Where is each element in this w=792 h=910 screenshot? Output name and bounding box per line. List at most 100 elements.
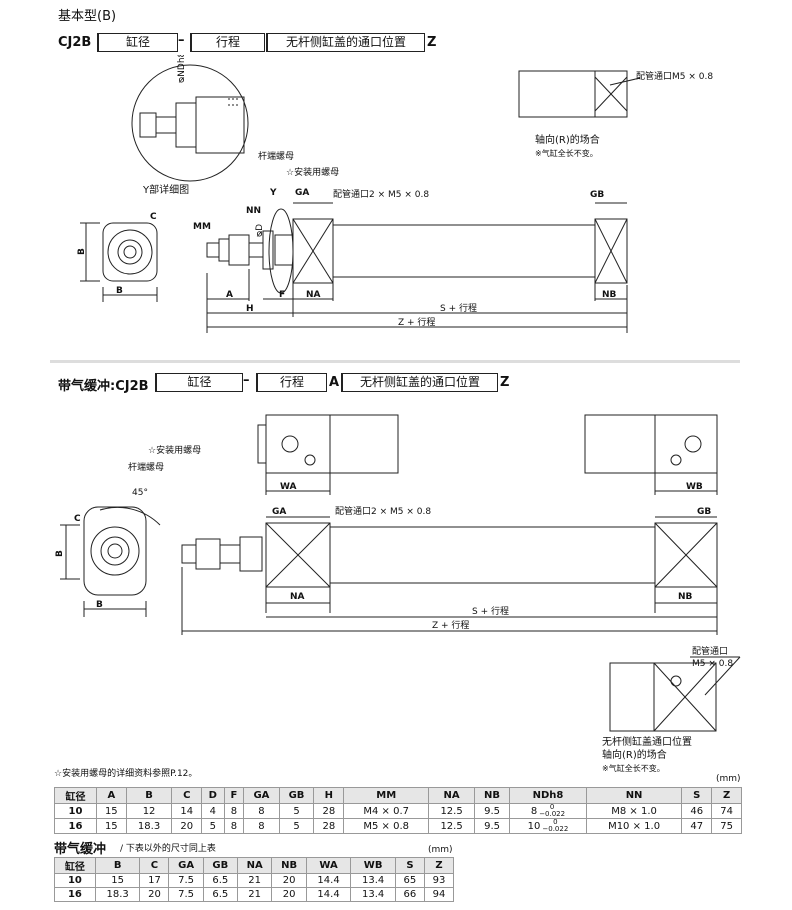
section2-bore-box: 缸径 <box>155 373 243 392</box>
cushion-head-cover <box>654 522 718 588</box>
cushion-port2b-label: M5 × 0.8 <box>692 659 733 669</box>
angle-label: 45° <box>132 488 148 498</box>
cell: 15 <box>95 803 127 819</box>
table2-subtitle: / 下表以外的尺寸同上表 <box>120 844 216 854</box>
table2-title: 带气缓冲 <box>54 842 107 857</box>
y-detail-label: Y部详细图 <box>142 183 189 196</box>
basic-type-drawing: ᴓNDh8 Y部详细图 杆端螺母 ☆安装用螺母 配管通口2 × M5 × 0.8… <box>77 55 713 333</box>
cell: 75 <box>711 818 742 834</box>
table-row: 10 15 12 14 4 8 8 5 28 M4 × 0.7 12.5 9.5… <box>54 803 742 819</box>
cell: 6.5 <box>202 873 238 888</box>
th-f: F <box>223 787 245 804</box>
th2-s: S <box>394 857 425 874</box>
th-ga: GA <box>243 787 280 804</box>
c-label: C <box>150 212 157 222</box>
table2-unit: (mm) <box>428 845 453 855</box>
section1-title: 基本型(B) <box>58 9 117 24</box>
ndh8-label: ᴓNDh8 <box>177 55 187 83</box>
cell: 18.3 <box>125 818 173 834</box>
cushion-z-label: Z + 行程 <box>432 619 469 631</box>
cell: 8 <box>243 803 280 819</box>
cushion-mount-nut-label: ☆安装用螺母 <box>148 444 201 456</box>
cushion-s-label: S + 行程 <box>472 605 509 617</box>
table-row: 16 18.3 20 7.5 6.5 21 20 14.4 13.4 66 94 <box>54 887 455 902</box>
section2-stroke-box: 行程 <box>256 373 327 392</box>
cushion-axial-title2: 轴向(R)的场合 <box>602 748 667 761</box>
th-na: NA <box>428 787 475 804</box>
section2-port-box: 无杆侧缸盖的通口位置 <box>341 373 498 392</box>
cell: 12 <box>125 803 173 819</box>
cell: 5 <box>278 803 315 819</box>
cell: 65 <box>394 873 425 888</box>
th-a: A <box>95 787 127 804</box>
cushion-b-label-v: B <box>55 550 65 557</box>
ndh8-value: 8 <box>530 806 538 817</box>
section2-title: 带气缓冲:CJ2B <box>58 379 149 394</box>
cell: 8 <box>223 803 245 819</box>
axial-note: ※气缸全长不变。 <box>535 148 598 158</box>
cell: 16 <box>54 818 97 834</box>
cell: 74 <box>711 803 742 819</box>
cell: 20 <box>139 887 170 902</box>
cell: 5 <box>278 818 315 834</box>
cell: 20 <box>271 873 307 888</box>
cell: 16 <box>54 887 96 902</box>
tol-bot: −0.022 <box>539 810 566 818</box>
cell: 21 <box>236 887 273 902</box>
b-label-h: B <box>116 286 123 296</box>
th-nb: NB <box>473 787 511 804</box>
cell: 10 <box>54 803 97 819</box>
cell: 28 <box>313 818 345 834</box>
cell: 20 <box>171 818 203 834</box>
nn-label: NN <box>246 206 261 216</box>
mounting-nut <box>274 234 294 266</box>
section1-suffix: Z <box>427 35 437 50</box>
section1-port-box: 无杆侧缸盖的通口位置 <box>266 33 425 52</box>
cell: 14.4 <box>305 873 352 888</box>
table2-header-row: 缸径 B C GA GB NA NB WA WB S Z <box>54 857 455 874</box>
section1-model-prefix: CJ2B <box>58 35 92 50</box>
cell: 20 <box>271 887 307 902</box>
th-h: H <box>313 787 345 804</box>
port-label: 配管通口2 × M5 × 0.8 <box>333 188 429 200</box>
gb-label: GB <box>590 190 604 200</box>
axial-port-label: 配管通口M5 × 0.8 <box>636 70 713 82</box>
mount-nut-label: ☆安装用螺母 <box>286 166 339 178</box>
z-label: Z + 行程 <box>398 316 435 328</box>
th-c: C <box>171 787 203 804</box>
cell: 5 <box>201 818 225 834</box>
table1-header-row: 缸径 A B C D F GA GB H MM NA NB NDh8 NN S … <box>54 787 742 804</box>
cell: 93 <box>423 873 455 888</box>
mm-label: MM <box>193 222 211 232</box>
th-mm: MM <box>343 787 430 804</box>
cell: 14.4 <box>305 887 352 902</box>
th-bore: 缸径 <box>54 787 97 804</box>
cell: M5 × 0.8 <box>343 818 430 834</box>
cell: 13.4 <box>350 873 396 888</box>
cell: 9.5 <box>473 818 511 834</box>
h-label: H <box>246 304 254 314</box>
cell: 8 <box>243 818 280 834</box>
end-view-square <box>102 222 158 282</box>
cell: 12.5 <box>428 803 475 819</box>
cell: 14 <box>171 803 203 819</box>
th-z: Z <box>711 787 742 804</box>
cell: 18.3 <box>94 887 141 902</box>
s-label: S + 行程 <box>440 302 477 314</box>
table-row: 10 15 17 7.5 6.5 21 20 14.4 13.4 65 93 <box>54 873 455 888</box>
rod-end-nut <box>228 234 250 266</box>
cell: 7.5 <box>168 873 204 888</box>
th2-bore: 缸径 <box>54 857 96 874</box>
section2-dash: – <box>243 373 250 388</box>
th2-wa: WA <box>305 857 352 874</box>
cell: 47 <box>681 818 713 834</box>
f-label: F <box>279 290 285 300</box>
cushion-na-label: NA <box>290 592 305 602</box>
cell: M10 × 1.0 <box>585 818 683 834</box>
tol-top: 0 <box>553 818 558 826</box>
cushion-ga-label: GA <box>272 507 286 517</box>
cushion-axial-title1: 无杆侧缸盖通口位置 <box>602 735 692 748</box>
cushion-rod-nut <box>195 538 221 570</box>
d-label: ᴓD <box>255 224 265 237</box>
cell: 4 <box>201 803 225 819</box>
